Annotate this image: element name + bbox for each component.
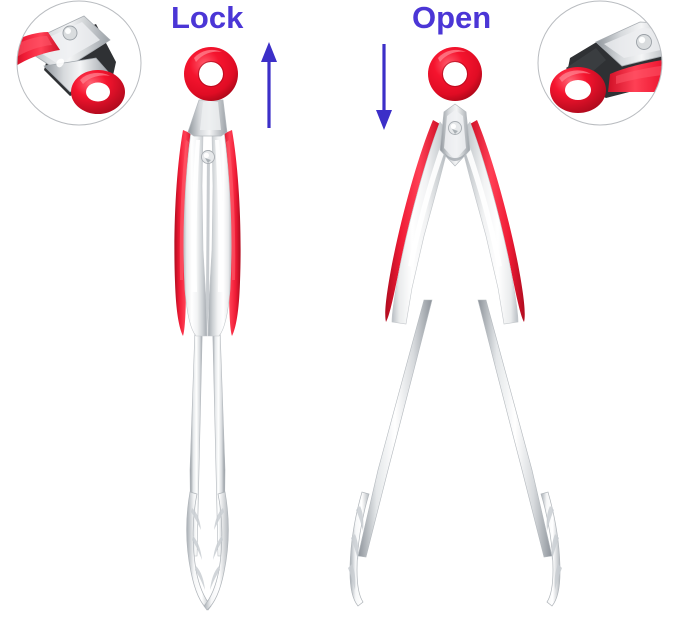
ring-pull-inner-shade [197, 60, 225, 88]
tip-scallop-4 [214, 508, 224, 530]
inset-left-tongue-highlight [56, 58, 65, 68]
arrow-up-head [261, 42, 277, 62]
inset-right-rivet-highlight [638, 36, 646, 44]
tip-scallop-6 [554, 564, 562, 590]
inset-left-silicone-highlight [17, 36, 52, 57]
handle-right-highlight [215, 140, 224, 292]
tip-scallop-2 [351, 534, 359, 560]
tip-scallop-2 [192, 536, 202, 560]
ring-pull-highlight [438, 49, 466, 62]
inset-left-top-plate-highlight [30, 22, 100, 64]
tip-scallop-5 [213, 536, 223, 560]
tip-scallop-3 [348, 564, 356, 590]
pivot-rivet-shadow [205, 158, 211, 163]
ring-pull-inner-shade [441, 60, 469, 88]
arrow-down-open [376, 44, 392, 130]
inset-left-ring-highlight [80, 72, 110, 84]
tongs-open-tips [348, 491, 562, 607]
pivot-rivet-highlight [450, 123, 456, 129]
handle-left-highlight [191, 140, 200, 292]
ring-pull-open [428, 47, 482, 101]
tip-scallop-6 [210, 566, 220, 590]
inset-right-ring-hole [565, 80, 591, 100]
tip-scallop-1 [191, 508, 201, 530]
inset-left-border [16, 0, 142, 126]
pivot-rivet-highlight [203, 152, 209, 158]
arm-left [357, 299, 433, 558]
arm-right [477, 299, 553, 558]
inset-left-ring-hole [86, 82, 110, 102]
tongs-locked-tips [186, 491, 229, 611]
inset-right-ring-highlight [559, 70, 591, 82]
inset-right-logo-mark [661, 71, 662, 85]
lock-collar-highlight [200, 102, 221, 130]
ring-pull-highlight [194, 49, 222, 62]
inset-left-ring-pull [71, 70, 125, 114]
ring-pull-locked [184, 47, 238, 101]
grip-right [470, 120, 525, 322]
tongs-locked [174, 47, 241, 611]
arrow-down-head [376, 110, 392, 130]
inset-right-border [537, 0, 663, 126]
label-open: Open [412, 0, 492, 35]
inset-left-rivet-highlight [65, 28, 71, 34]
lock-tongue-shadow [444, 152, 466, 161]
inset-lock-closeup-left [16, 0, 142, 126]
inset-right-ring-pull [550, 67, 606, 113]
tip-scallop-1 [356, 506, 364, 531]
label-lock: Lock [171, 0, 244, 35]
handle-left-highlight [408, 136, 449, 267]
inset-lock-closeup-right [537, 0, 663, 126]
handle-right-highlight [461, 136, 502, 267]
ring-pull-hole [443, 62, 467, 86]
tongs-open-arms [357, 299, 553, 558]
inset-right-silicone-highlight [616, 64, 662, 84]
tongs-open [348, 47, 562, 607]
handle-seam [206, 150, 210, 336]
tip-scallop-4 [546, 506, 554, 531]
tip-scallop-5 [551, 534, 559, 560]
lock-tongue-highlight [444, 110, 466, 160]
arrow-up-lock [261, 42, 277, 128]
tongs-open-handles [391, 121, 519, 325]
grip-left [385, 120, 440, 322]
tongs-locked-handles [183, 130, 232, 337]
pivot-rivet-shadow [452, 129, 458, 134]
ring-pull-hole [199, 62, 223, 86]
tip-scallop-3 [195, 566, 205, 590]
